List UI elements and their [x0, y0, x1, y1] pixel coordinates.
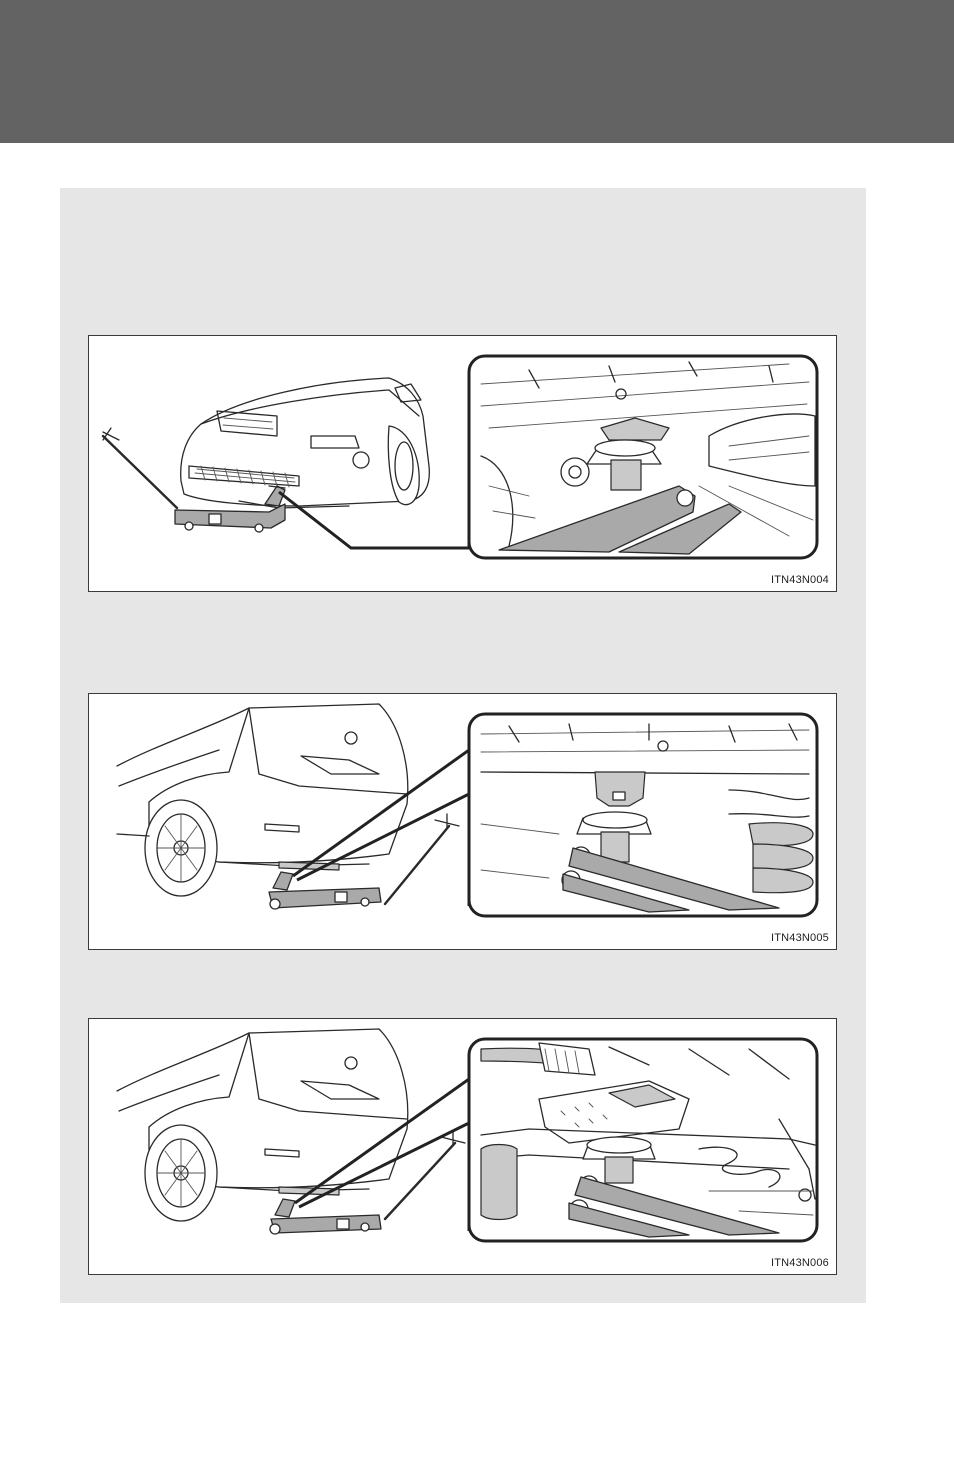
figure-front-jack-point: ITN43N004 — [88, 335, 837, 592]
rear-jack-alternate-inset — [469, 1039, 817, 1241]
rear-jack-inset — [469, 714, 817, 916]
rear-jack-alternate-illustration — [89, 1019, 838, 1276]
vehicle-rear-drawing — [117, 1029, 408, 1221]
figure-code: ITN43N005 — [771, 932, 829, 944]
header-bar — [0, 0, 954, 143]
rear-jack-illustration — [89, 694, 838, 951]
front-jack-inset — [469, 356, 817, 558]
figure-code: ITN43N004 — [771, 574, 829, 586]
figure-rear-jack-point: ITN43N005 — [88, 693, 837, 950]
vehicle-front-drawing — [181, 378, 430, 508]
figure-code: ITN43N006 — [771, 1257, 829, 1269]
vehicle-rear-drawing — [117, 704, 408, 896]
figure-rear-jack-point-alternate: ITN43N006 — [88, 1018, 837, 1275]
front-jack-illustration — [89, 336, 838, 593]
